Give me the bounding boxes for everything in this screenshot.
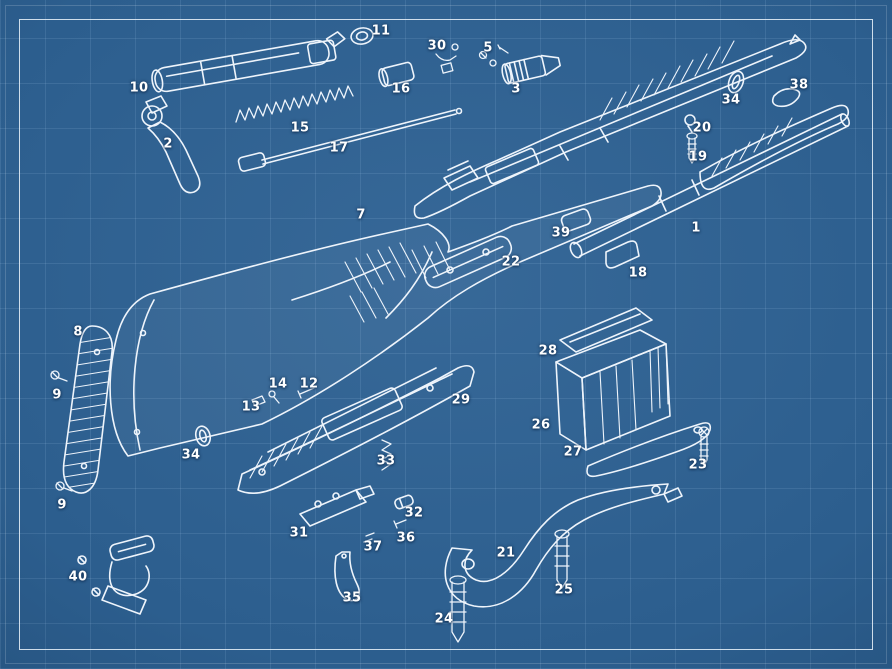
part-pin-12 [297,387,315,399]
part-screw-25 [554,529,570,589]
part-buttplate-screw-upper [50,370,68,382]
part-latch-18 [605,240,640,269]
part-rod [237,107,463,172]
part-bracket-13 [251,395,266,407]
part-screw-24 [449,575,467,643]
stock-hatching [344,241,451,323]
part-mainspring [235,85,354,123]
part-plug [378,61,415,88]
part-band-clip [771,88,801,108]
part-swivel-assembly [77,535,155,615]
part-screw-23 [698,426,710,467]
part-bottom-metal [237,364,475,494]
part-plunger-32 [394,494,414,510]
part-buttplate-screw-lower [55,481,73,492]
part-sear-spring [381,439,392,471]
part-bolt-body [151,31,346,93]
part-screw-20 [684,114,696,133]
part-pin-36 [393,519,407,529]
part-floorplate-lever [586,422,712,478]
part-magazine-box [555,329,671,451]
part-cocking-piece [141,95,201,194]
part-follower [559,307,653,353]
part-block-39 [560,208,592,232]
part-gas-assembly [423,235,513,289]
part-trigger-housing [299,485,375,527]
part-barrel [569,104,851,259]
part-barrel-band [727,70,745,94]
part-ring [350,27,374,45]
part-trigger [334,551,360,602]
part-swivel-ring [194,425,212,447]
part-pin-37 [363,532,375,543]
part-small-pins [435,43,509,74]
part-firing-pin-nut [501,54,561,85]
part-stock [109,184,662,457]
part-barreled-action [413,34,807,220]
part-trigger-guard [444,483,683,608]
part-screw-19 [686,132,698,164]
handguard-hatching [599,40,735,121]
part-pin-14 [268,390,280,404]
